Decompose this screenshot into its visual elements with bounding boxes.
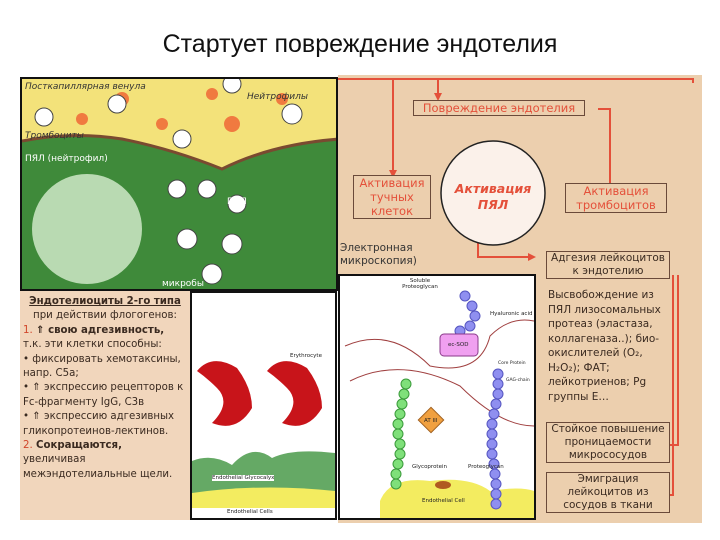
release-text: Высвобождение из ПЯЛ лизосомальных проте… <box>548 289 661 403</box>
macrophage <box>32 174 142 284</box>
venule-label: Посткапиллярная венула <box>25 82 146 92</box>
endothelial-cell-label: Endothelial Cell <box>422 498 465 504</box>
glycocalyx-label: Endothelial Glycocalyx <box>212 475 275 481</box>
point1-cont: т.к. эти клетки способны: <box>23 339 162 351</box>
bullet-2: • ⇑ экспрессию рецепторов к Fc-фрагменту… <box>23 382 184 408</box>
pmn-label: ПЯЛ (нейтрофил) <box>25 154 108 164</box>
microbes-label: микробы <box>162 279 204 289</box>
endo-heading: Эндотелиоциты 2-го типа <box>29 296 181 307</box>
proteoglycan-chain <box>454 290 481 337</box>
em-caption: Электронная микроскопия) <box>340 242 417 267</box>
glycocalyx-panel: Erythrocyte Endothelial Glycocalyx Endot… <box>190 291 337 520</box>
point2-number: 2. <box>23 440 33 452</box>
emigration-box: Эмиграция лейкоцитов из сосудов в ткани <box>546 472 670 513</box>
erythrocyte-drawing <box>192 361 335 508</box>
slide-title: Стартует повреждение эндотелия <box>162 30 558 58</box>
endo-subheading: при действии флогогенов: <box>33 310 177 322</box>
micrograph-illustration: Посткапиллярная венула Нейтрофилы Тромбо… <box>20 77 338 291</box>
core-protein-label: Core Protein <box>498 361 526 366</box>
at-iii-label: AT III <box>424 418 438 424</box>
proteoglycan-drawing <box>344 290 535 518</box>
ec-sod-label: ec-SOD <box>448 342 469 348</box>
erythrocyte-label: Erythrocyte <box>290 353 322 359</box>
pmn-activation-circle <box>440 140 546 246</box>
glycoprotein-label: Glycoprotein <box>412 464 447 470</box>
neutrophils-label: Нейтрофилы <box>247 92 309 102</box>
point1: ⇑ свою адгезивность, <box>35 324 165 336</box>
damage-box: Повреждение эндотелия <box>413 100 585 116</box>
point1-number: 1. <box>23 324 33 336</box>
endothelium-text: Эндотелиоциты 2-го типа при действии фло… <box>20 291 190 520</box>
adhesion-box: Адгезия лейкоцитов к эндотелию <box>546 251 670 279</box>
platelet-box: Активация тромбоцитов <box>565 183 667 213</box>
pmn-activation-label: Активация ПЯЛ <box>454 181 532 212</box>
proteoglycan-panel: Soluble Proteoglycan Hyaluronic acid ec-… <box>338 274 536 520</box>
pyal-label: ПЯЛ <box>227 197 247 207</box>
at-iii-shape <box>417 406 445 434</box>
endothelial-cells-label: Endothelial Cells <box>227 509 273 515</box>
platelets-label: Тромбоциты <box>25 131 84 141</box>
hyaluronic-label: Hyaluronic acid <box>490 311 533 317</box>
bullet-3: • ⇑ экспрессию адгезивных гликопротеинов… <box>23 411 175 437</box>
glycoprotein-chain <box>390 378 412 490</box>
point2: Сокращаются, <box>35 440 122 452</box>
point2-cont: увеличивая межэндотелиальные щели. <box>23 454 173 480</box>
ec-sod-shape <box>439 333 479 357</box>
permeability-box: Стойкое повышение проницаемости микросос… <box>546 422 670 463</box>
erythrocyte-1 <box>197 361 252 426</box>
bullet-1: • фиксировать хемотаксины, напр. C5a; <box>23 353 181 380</box>
proteoglycan-label: Proteoglycan <box>468 464 504 470</box>
erythrocyte-2 <box>267 361 322 426</box>
venule-drawing <box>22 79 336 285</box>
soluble-proteoglycan-label: Soluble Proteoglycan <box>402 278 438 290</box>
mast-cell-box: Активация тучных клеток <box>353 175 431 219</box>
gag-chain-label: GAG-chain <box>506 378 530 383</box>
